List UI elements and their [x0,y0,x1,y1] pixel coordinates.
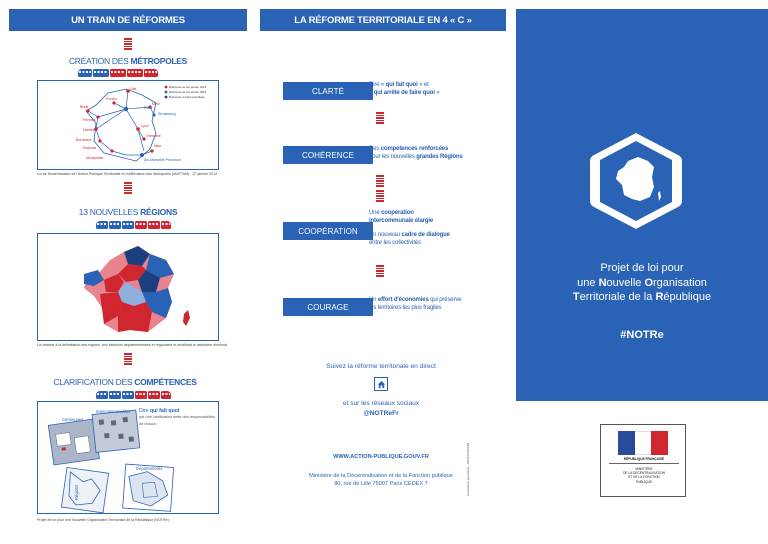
ministry-logo-line: DE LA DÉCENTRALISATION [623,471,665,476]
ladder-icon [376,112,384,124]
city-label: Bordeaux [76,138,92,142]
city-label: Nantes [83,128,95,132]
social-text: et sur les réseaux sociaux [342,400,420,407]
city-label: Lyon [141,124,149,128]
city-label: Metz [152,102,160,106]
piece-label: Régions [74,485,79,500]
city-label: Lille [130,87,136,91]
pill-1: COHÉRENCE [283,146,373,164]
ministry-name: Ministère de la Décentralisation et de l… [309,473,453,479]
train-icon [78,69,158,77]
design-credit: Conception graphique : DGAFP/DICOM [466,442,470,496]
france-network-map: Lille Rouen Brest Metz Paris Strasbourg … [76,85,207,162]
middle-panel: LA RÉFORME TERRITORIALE EN 4 « C » CLART… [256,0,512,544]
piece-label: Intercommunalités [96,409,130,414]
city-label: Nice [154,144,161,148]
caption-regions: Loi relative à la délimitation des régio… [37,343,227,347]
pill-0: CLARTÉ [283,82,373,100]
city-label: Paris [144,106,152,110]
ladder-icon [376,175,384,187]
ministry-logo-line: MINISTÈRE [635,467,653,471]
rf-label: RÉPUBLIQUE FRANÇAISE [623,457,665,461]
city-label: Brest [80,105,88,109]
ministry-logo-line: PUBLIQUE [635,479,653,484]
metropoles-map: Lille Rouen Brest Metz Paris Strasbourg … [37,80,219,170]
follow-text: Suivez la réforme territoriale en direct [326,363,436,370]
c-description: Dire « qui fait quoi » et« qui arrête de… [369,82,440,96]
city-label: Grenoble [146,134,161,138]
ladder-icon [124,353,132,365]
regions-map [37,233,219,341]
french-flag [618,431,669,455]
france-regions-map [84,246,190,332]
city-label: Strasbourg [158,112,176,116]
city-label: Rennes [83,118,96,122]
ladder-icon [376,190,384,202]
legend-entry: Métropole à statut spécifique [169,95,205,99]
legend-entry: Métropole au 1er janvier 2016 [169,90,207,94]
train-icon [96,221,171,229]
hashtag: #NOTRe [620,329,664,341]
ladder-icon [124,182,132,194]
train-icon [96,391,171,399]
competences-illustration: Communes Intercommunalités Départements … [37,401,219,514]
pill-3: COURAGE [283,298,373,316]
city-label: Aix-Marseille Provence [144,158,181,162]
ministry-logo-line: ET DE LA FONCTION [628,475,660,480]
twitter-handle[interactable]: @NOTReFr [363,410,399,417]
piece-label: Départements [136,466,162,471]
city-label: Toulouse [82,146,96,150]
competences-text: Dire qui fait quoi par une clarification… [139,408,215,426]
middle-header: LA RÉFORME TERRITORIALE EN 4 « C » [260,9,506,31]
caption-maptam: Loi de Modernisation de l'Action Publiqu… [37,172,218,176]
section-title-regions: 13 NOUVELLES RÉGIONS [78,207,178,217]
puzzle-illustration: Communes Intercommunalités Départements … [47,409,175,514]
legend-entry: Métropole au 1er janvier 2015 [169,85,207,89]
website-link[interactable]: WWW.ACTION-PUBLIQUE.GOUV.FR [333,454,429,460]
ladder-icon [124,38,132,50]
hexagon-france-icon [590,133,682,229]
ladder-icon [376,265,384,277]
piece-label: Communes [62,417,83,422]
city-label: Montpellier [86,156,104,160]
left-header: UN TRAIN DE RÉFORMES [9,9,247,31]
pill-2: COOPÉRATION [283,222,373,240]
left-panel: UN TRAIN DE RÉFORMES CRÉATION DES MÉTROP… [0,0,256,544]
caption-notre: Projet de loi pour une Nouvelle Organisa… [37,518,169,522]
ministry-address: 80, rue de Lille 75007 Paris CEDEX 7 [334,481,428,487]
section-title-metropoles: CRÉATION DES MÉTROPOLES [68,56,188,66]
section-title-competences: CLARIFICATION DES COMPÉTENCES [53,377,197,387]
home-icon[interactable] [374,377,388,391]
city-label: Rouen [106,97,117,101]
